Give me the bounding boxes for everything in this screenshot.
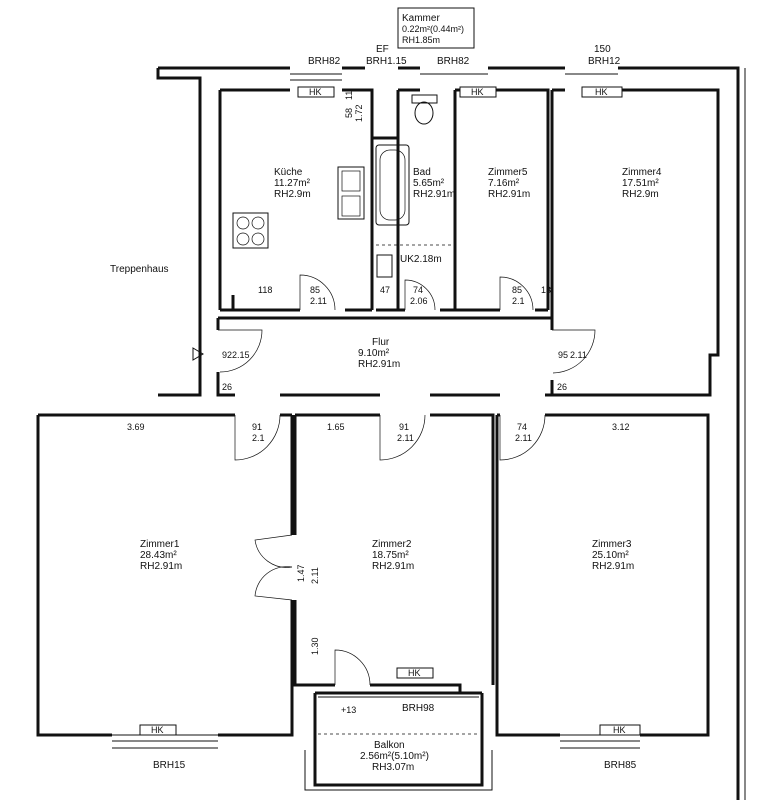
- balkon-height: RH3.07m: [372, 762, 414, 773]
- dim-z3-74: 74: [517, 422, 527, 432]
- zimmer3-area: 25.10m²: [592, 550, 629, 561]
- label-step: +13: [341, 705, 356, 715]
- label-brh82-bad: BRH82: [437, 56, 470, 67]
- zimmer1-area: 28.43m²: [140, 550, 177, 561]
- bad-height: RH2.91m: [413, 189, 455, 200]
- dim-z5-85: 85: [512, 285, 522, 295]
- dim-k-85: 85: [310, 285, 320, 295]
- label-brh115: BRH1.15: [366, 56, 407, 67]
- zimmer2-height: RH2.91m: [372, 561, 414, 572]
- dim-km-172: 1.72: [354, 104, 364, 122]
- dim-z3-312: 3.12: [612, 422, 630, 432]
- kammer-height: RH1.85m: [402, 35, 440, 45]
- zimmer4-area: 17.51m²: [622, 178, 659, 189]
- zimmer3-name: Zimmer3: [592, 539, 632, 550]
- zimmer1-height: RH2.91m: [140, 561, 182, 572]
- radiators: [139, 86, 641, 736]
- label-brh82-kueche: BRH82: [308, 56, 341, 67]
- dim-z5-13: 13: [541, 285, 551, 295]
- zimmer2-name: Zimmer2: [372, 539, 412, 550]
- dim-km-11: 11: [344, 91, 354, 100]
- hk-zimmer5: HK: [471, 87, 484, 97]
- dim-f-92: 92: [222, 350, 232, 360]
- uk-label: UK2.18m: [400, 254, 442, 265]
- kueche-height: RH2.9m: [274, 189, 311, 200]
- label-brh98: BRH98: [402, 703, 435, 714]
- dim-f-215: 2.15: [232, 350, 250, 360]
- dim-130: 1.30: [310, 637, 320, 655]
- dim-z5-21: 2.1: [512, 296, 525, 306]
- kammer-area: 0.22m²(0.44m²): [402, 24, 464, 34]
- dim-b-206: 2.06: [410, 296, 428, 306]
- label-brh112: BRH12: [588, 56, 621, 67]
- dim-z1-21: 2.1: [252, 433, 265, 443]
- dim-z2-211: 2.11: [397, 433, 414, 443]
- dim-z3-211: 2.11: [515, 433, 532, 443]
- doors: [218, 274, 596, 686]
- bad-name: Bad: [413, 167, 431, 178]
- label-brh115-bottom: BRH15: [153, 760, 186, 771]
- kueche-name: Küche: [274, 167, 303, 178]
- label-150: 150: [594, 44, 611, 55]
- zimmer5-height: RH2.91m: [488, 189, 530, 200]
- dim-f-26b: 26: [557, 382, 567, 392]
- hk-zimmer1: HK: [151, 725, 164, 735]
- dim-z1-91: 91: [252, 422, 262, 432]
- zimmer4-height: RH2.9m: [622, 189, 659, 200]
- hk-zimmer4: HK: [595, 87, 608, 97]
- lower-rooms-walls: [36, 413, 710, 791]
- upper-rooms-walls: [218, 79, 720, 397]
- dim-k-211: 2.11: [310, 296, 327, 306]
- flur-name: Flur: [372, 337, 390, 348]
- zimmer5-area: 7.16m²: [488, 178, 520, 189]
- balkon-area: 2.56m²(5.10m²): [360, 751, 429, 762]
- flur-walls: [216, 316, 554, 397]
- label-brh85: BRH85: [604, 760, 637, 771]
- dim-f-211: 2.11: [570, 350, 587, 360]
- dim-km-58: 58: [344, 108, 354, 118]
- outer-walls: [156, 66, 746, 800]
- treppenhaus-name: Treppenhaus: [110, 264, 169, 275]
- flur-height: RH2.91m: [358, 359, 400, 370]
- hk-zimmer2: HK: [408, 668, 421, 678]
- flur-area: 9.10m²: [358, 348, 390, 359]
- dim-k-118: 118: [258, 285, 272, 295]
- zimmer5-name: Zimmer5: [488, 167, 528, 178]
- kammer-label-box: [397, 7, 475, 49]
- dim-b-47: 47: [380, 285, 390, 295]
- text-labels: Kammer 0.22m²(0.44m²) RH1.85m BRH82 EF B…: [110, 13, 662, 773]
- kammer-name: Kammer: [402, 13, 440, 24]
- dim-211v: 2.11: [310, 567, 320, 584]
- zimmer3-height: RH2.91m: [592, 561, 634, 572]
- balkon-name: Balkon: [374, 740, 405, 751]
- hk-kueche: HK: [309, 87, 322, 97]
- label-ef: EF: [376, 44, 389, 55]
- hk-zimmer3: HK: [613, 725, 626, 735]
- bad-area: 5.65m²: [413, 178, 445, 189]
- dim-z2-165: 1.65: [327, 422, 345, 432]
- zimmer4-name: Zimmer4: [622, 167, 662, 178]
- dim-z2-91: 91: [399, 422, 409, 432]
- dim-f-95: 95: [558, 350, 568, 360]
- dim-f-26a: 26: [222, 382, 232, 392]
- zimmer2-area: 18.75m²: [372, 550, 409, 561]
- dim-147: 1.47: [296, 564, 306, 582]
- dim-b-74: 74: [413, 285, 423, 295]
- kueche-area: 11.27m²: [274, 178, 311, 189]
- dim-z1-369: 3.69: [127, 422, 145, 432]
- fixtures: [192, 94, 479, 735]
- zimmer1-name: Zimmer1: [140, 539, 180, 550]
